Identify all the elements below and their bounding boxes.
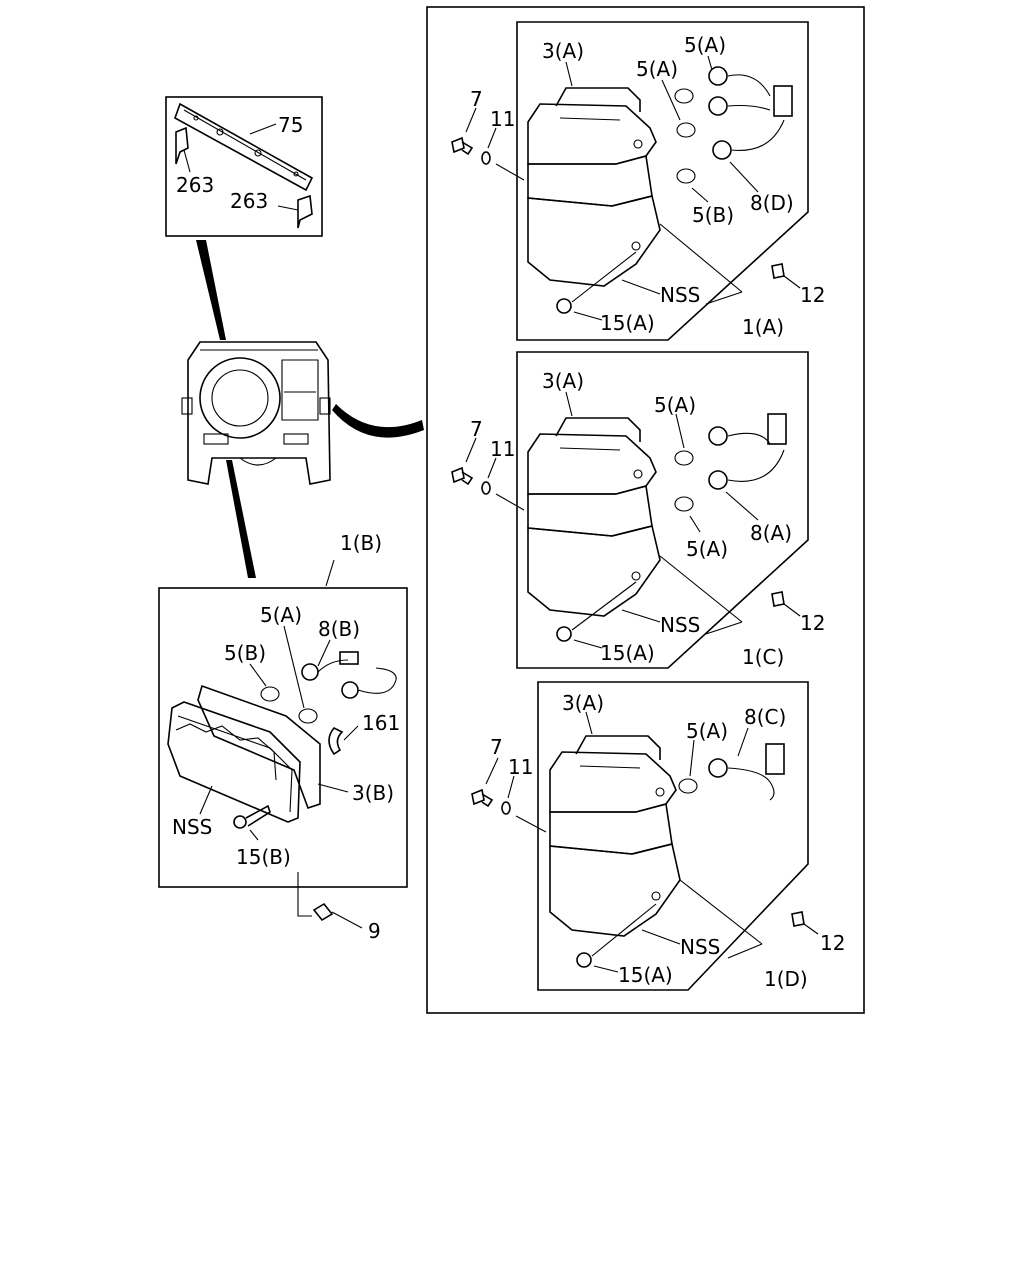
bulbs-and-sockets-1c — [674, 413, 787, 512]
bulbs-and-sockets-1d — [678, 743, 785, 801]
vehicle-rear-view — [181, 341, 331, 485]
bulb-icon — [674, 450, 694, 466]
callout-5a-low: 5(A) — [686, 537, 728, 561]
callout-5a-mid: 5(A) — [636, 57, 678, 81]
inset-license-bar: 75 263 263 — [165, 96, 323, 237]
tail-lamp-frame — [426, 6, 865, 1014]
callout-9: 9 — [368, 919, 381, 943]
note-nss: NSS — [172, 815, 212, 839]
callout-8c: 8(C) — [744, 705, 786, 729]
callout-7: 7 — [470, 417, 483, 441]
socket-icon — [712, 140, 732, 160]
socket-icon — [708, 426, 728, 446]
washer-icon — [501, 801, 511, 815]
rear-lamp-left-icon — [203, 433, 229, 445]
bulb-icon — [298, 708, 318, 724]
license-lamp-drawing — [167, 684, 321, 823]
bulb-icon — [678, 778, 698, 794]
callout-11: 11 — [508, 755, 533, 779]
callout-8b: 8(B) — [318, 617, 360, 641]
connector-icon — [773, 85, 793, 117]
callout-1a: 1(A) — [742, 315, 784, 339]
bulb-icon — [676, 122, 696, 138]
callout-1c: 1(C) — [742, 645, 784, 669]
bulbs-and-sockets-1a — [674, 66, 793, 184]
callout-11: 11 — [490, 437, 515, 461]
callout-1b: 1(B) — [340, 531, 382, 555]
callout-5a-top: 5(A) — [654, 393, 696, 417]
bulb-icon — [676, 168, 696, 184]
callout-5a: 5(A) — [260, 603, 302, 627]
connector-icon — [767, 413, 787, 445]
lamp-1c-drawing — [527, 417, 661, 617]
callout-5a-top: 5(A) — [684, 33, 726, 57]
callout-8d: 8(D) — [750, 191, 794, 215]
panel-lamp-1c: 3(A) 5(A) 5(A) 8(A) 7 11 15(A) NSS 1(C) … — [451, 351, 825, 669]
bolt-icon — [451, 466, 474, 486]
bulb-icon — [260, 686, 280, 702]
bulb-icon — [674, 496, 694, 512]
leader-wedge-bottom — [226, 460, 256, 578]
panel-frame — [158, 587, 408, 888]
lamp-1d-drawing — [549, 735, 681, 937]
rear-lamp-right-icon — [283, 433, 309, 445]
bolt-icon — [471, 788, 494, 808]
callout-263-left: 263 — [176, 173, 214, 197]
license-bar-drawing — [174, 102, 314, 229]
screw-icon — [576, 952, 592, 968]
callout-12: 12 — [800, 283, 825, 307]
note-nss: NSS — [660, 613, 700, 637]
callout-3b: 3(B) — [352, 781, 394, 805]
callout-12: 12 — [820, 931, 845, 955]
socket-icon — [708, 96, 728, 116]
screw-icon — [556, 626, 572, 642]
spare-tire-icon — [199, 357, 281, 439]
callout-15b: 15(B) — [236, 845, 291, 869]
callout-11: 11 — [490, 107, 515, 131]
callout-5b: 5(B) — [224, 641, 266, 665]
bolt-icon — [451, 136, 474, 156]
note-nss: NSS — [680, 935, 720, 959]
callout-7: 7 — [490, 735, 503, 759]
connector-icon — [765, 743, 785, 775]
note-nss: NSS — [660, 283, 700, 307]
bulb-icon — [674, 88, 694, 104]
callout-12: 12 — [800, 611, 825, 635]
leader-wedge-top — [196, 240, 226, 340]
callout-8a: 8(A) — [750, 521, 792, 545]
screw-icon — [556, 298, 572, 314]
socket-icon — [708, 470, 728, 490]
socket-icon — [708, 758, 728, 778]
leader-wedge-right — [332, 404, 424, 438]
callout-15a: 15(A) — [618, 963, 673, 987]
callout-15a: 15(A) — [600, 641, 655, 665]
callout-161: 161 — [362, 711, 400, 735]
callout-15a: 15(A) — [600, 311, 655, 335]
clip-icon — [312, 902, 334, 922]
callout-5b: 5(B) — [692, 203, 734, 227]
socket-icon — [708, 66, 728, 86]
grommet-icon — [328, 727, 344, 756]
panel-lamp-1b: 1(B) 5(B) 5(A) 8(B) 161 3(B) NSS — [158, 531, 408, 943]
callout-75: 75 — [278, 113, 303, 137]
connector-icon — [339, 651, 359, 665]
washer-icon — [481, 481, 491, 495]
panel-lamp-1a: 3(A) 5(A) 5(A) 5(B) 8(D) 7 11 15(A) NSS … — [451, 21, 825, 341]
callout-5a: 5(A) — [686, 719, 728, 743]
callout-263-right: 263 — [230, 189, 268, 213]
bulbs-and-socket-1b — [260, 651, 397, 756]
callout-3a: 3(A) — [542, 369, 584, 393]
callout-1d: 1(D) — [764, 967, 808, 991]
lamp-1a-drawing — [527, 87, 661, 287]
callout-3a: 3(A) — [542, 39, 584, 63]
inset-frame — [165, 96, 323, 237]
panel-lamp-1d: 3(A) 5(A) 8(C) 7 11 15(A) NSS 1(D) 12 — [471, 681, 845, 991]
callout-7: 7 — [470, 87, 483, 111]
screw-icon — [233, 804, 271, 829]
washer-icon — [481, 151, 491, 165]
callout-3a: 3(A) — [562, 691, 604, 715]
